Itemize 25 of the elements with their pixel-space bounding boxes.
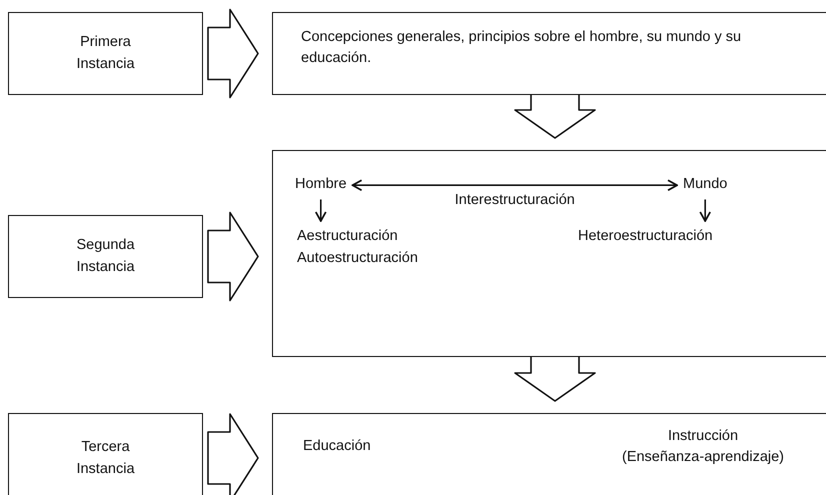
block-arrow bbox=[514, 356, 596, 402]
arrow bbox=[699, 199, 712, 222]
arrow bbox=[314, 199, 327, 222]
content-text: Concepciones generales, principios sobre el hombre, su mundo y su educación. bbox=[300, 28, 742, 68]
arrow bbox=[352, 179, 678, 192]
block-arrow bbox=[207, 413, 259, 495]
stage-label: Tercera Instancia bbox=[75, 438, 136, 478]
stage-label: Primera Instancia bbox=[75, 33, 136, 74]
concept-label: Mundo bbox=[683, 175, 728, 194]
content-box bbox=[272, 12, 826, 95]
content-box bbox=[272, 150, 826, 357]
block-arrow bbox=[207, 8, 259, 98]
stage-box bbox=[8, 12, 203, 95]
content-text: Educación bbox=[303, 437, 371, 456]
block-arrow bbox=[514, 94, 596, 139]
block-arrow bbox=[207, 212, 259, 302]
concept-label: Autoestructuración bbox=[297, 249, 418, 268]
content-text: Instrucción (Enseñanza-aprendizaje) bbox=[620, 427, 785, 468]
stage-box bbox=[8, 413, 203, 495]
concept-label: Aestructuración bbox=[297, 227, 399, 246]
concept-label: Hombre bbox=[295, 175, 347, 194]
concept-label: Heteroestructuración bbox=[578, 227, 713, 246]
stage-box bbox=[8, 215, 203, 298]
content-box bbox=[272, 413, 826, 495]
stage-label: Segunda Instancia bbox=[75, 236, 136, 276]
